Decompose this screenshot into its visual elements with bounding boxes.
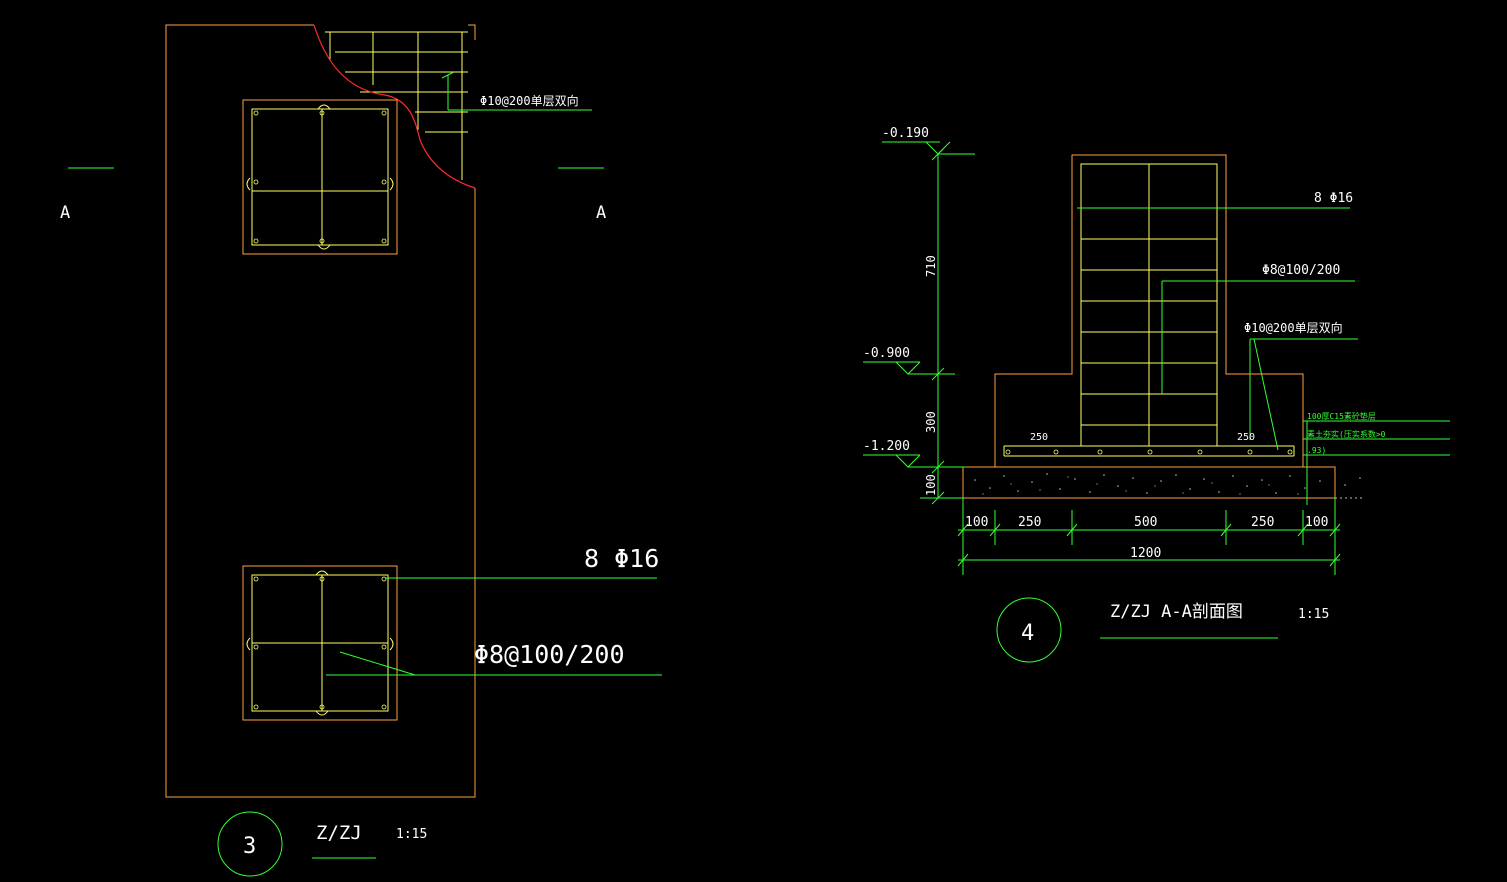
bedding-hatch [974,473,1361,495]
mesh-grid [325,31,468,180]
bedding-layer [962,466,1336,499]
elevation-bottom: -1.200 [863,439,910,454]
cover-right: 250 [1237,432,1255,443]
total-width: 1200 [1130,546,1161,561]
plan-scale: 1:15 [396,827,427,842]
section-main-bar-label: 8 Φ16 [1314,191,1353,206]
bottom-dim-5: 100 [1305,515,1328,530]
dim-100-vertical: 100 [924,474,938,496]
section-dimension-lines [863,141,1450,663]
bedding-note-3: .93) [1307,446,1326,455]
bottom-dim-2: 250 [1018,515,1041,530]
cover-left: 250 [1030,432,1048,443]
section-title: Z/ZJ A-A剖面图 [1110,602,1243,622]
bottom-dim-4: 250 [1251,515,1274,530]
section-mark-right: A [596,203,606,223]
section-detail-number: 4 [1021,621,1034,646]
plan-detail-number: 3 [243,834,256,859]
plan-mesh-label: Φ10@200单层双向 [480,93,579,108]
section-stirrup-label: Φ8@100/200 [1262,263,1340,278]
break-line [313,24,476,189]
section-detail-4: -0.190 -0.900 -1.200 710 300 100 8 Φ16 Φ… [863,126,1450,663]
section-scale: 1:15 [1298,607,1329,622]
section-mesh-label: Φ10@200单层双向 [1244,320,1343,335]
plan-stirrup-label: Φ8@100/200 [474,640,625,669]
dim-710: 710 [924,255,938,277]
elevation-top: -0.190 [882,126,929,141]
pedestal-outline [165,24,476,798]
bottom-mesh-bars [1005,449,1293,455]
plan-title: Z/ZJ [316,822,362,844]
bottom-dim-3: 500 [1134,515,1157,530]
dim-300: 300 [924,411,938,433]
bedding-note-2: 素土夯实(压实系数>0 [1307,429,1386,439]
column-bottom [242,565,398,721]
elevation-mid: -0.900 [863,346,910,361]
section-mark-left: A [60,203,70,223]
bottom-dim-1: 100 [965,515,988,530]
foundation-outline [994,154,1304,468]
bedding-note-1: 100厚C15素砼垫层 [1307,411,1376,421]
plan-leaders [68,71,662,877]
column-top [242,99,398,255]
plan-detail-3: A A Φ10@200单层双向 8 Φ16 Φ8@100/200 3 Z/ZJ … [60,24,662,877]
plan-main-bar-label: 8 Φ16 [584,544,659,573]
